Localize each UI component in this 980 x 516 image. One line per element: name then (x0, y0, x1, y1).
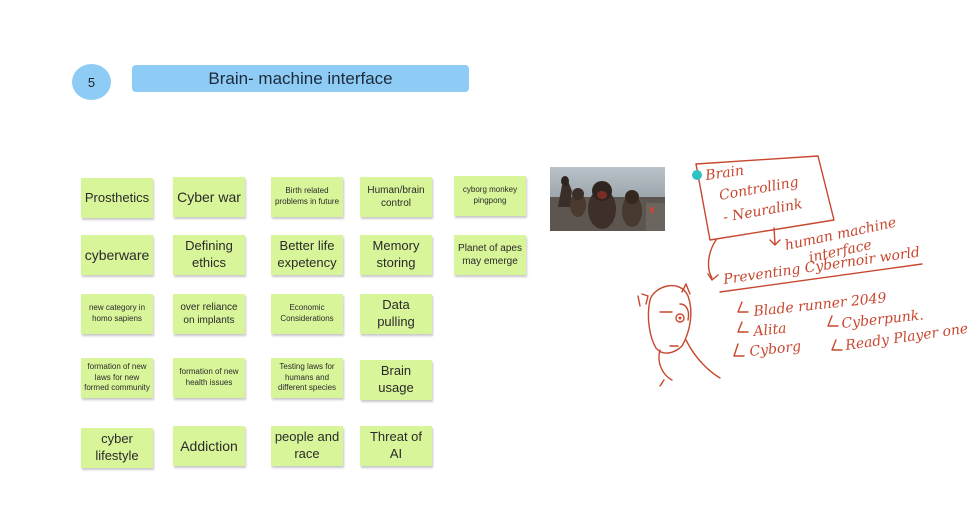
sticky-note[interactable]: Economic Considerations (271, 294, 343, 334)
sticky-note[interactable]: formation of new laws for new formed com… (81, 358, 153, 398)
sticky-note[interactable]: Planet of apes may emerge (454, 235, 526, 275)
sticky-note[interactable]: Prosthetics (81, 178, 153, 218)
sticky-note[interactable]: Defining ethics (173, 235, 245, 275)
sticky-note[interactable]: Better life expetency (271, 235, 343, 275)
slide-number-badge: 5 (72, 64, 111, 100)
sticky-note[interactable]: Brain usage (360, 360, 432, 400)
sticky-note[interactable]: Memory storing (360, 235, 432, 275)
sticky-note[interactable]: Human/brain control (360, 177, 432, 217)
arrow-icon (773, 227, 776, 245)
handwritten-sketch: Brain Controlling - Neuralink human mach… (637, 155, 969, 387)
robot-face-sketch-icon (637, 283, 721, 387)
sticky-note[interactable]: Cyber war (173, 177, 245, 217)
sticky-note[interactable]: new category in homo sapiens (81, 294, 153, 334)
sticky-note[interactable]: cyber lifestyle (81, 428, 153, 468)
sticky-note[interactable]: Data pulling (360, 294, 432, 334)
cursor-dot-icon (692, 170, 702, 180)
sticky-note[interactable]: people and race (271, 426, 343, 466)
sketch-text: Cyborg (749, 339, 802, 360)
sticky-note[interactable]: Testing laws for humans and different sp… (271, 358, 343, 398)
sticky-note[interactable]: cyberware (81, 235, 153, 275)
sketch-text: Alita (751, 321, 788, 341)
sketch-text: Brain (703, 163, 745, 184)
sticky-note[interactable]: Threat of AI (360, 426, 432, 466)
sticky-note[interactable]: cyborg monkey pingpong (454, 176, 526, 216)
sticky-note[interactable]: formation of new health issues (173, 358, 245, 398)
page-title: Brain- machine interface (132, 65, 469, 92)
sticky-note[interactable]: Addiction (173, 426, 245, 466)
sticky-note[interactable]: Birth related problems in future (271, 177, 343, 217)
sticky-note[interactable]: over reliance on implants (173, 294, 245, 334)
ape-photo[interactable] (550, 167, 665, 231)
